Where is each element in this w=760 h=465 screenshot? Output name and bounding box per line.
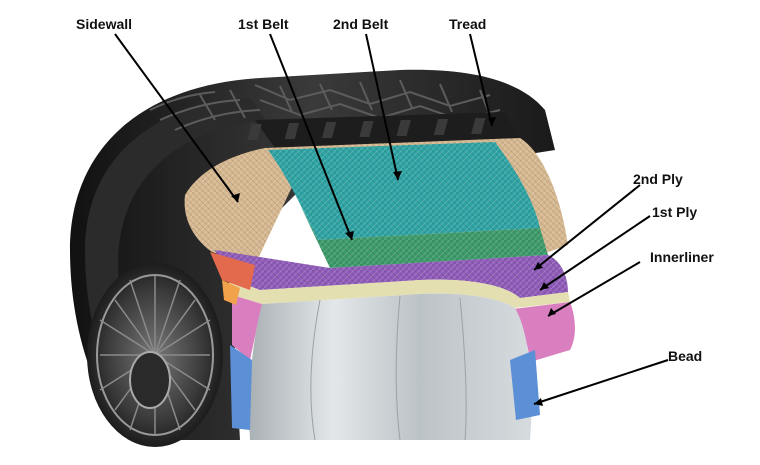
leader-belt2: [365, 33, 399, 181]
leader-lines: [114, 33, 669, 405]
label-innerliner: Innerliner: [650, 249, 714, 265]
label-tread: Tread: [449, 16, 487, 32]
leader-ply2: [533, 184, 641, 271]
innerliner-left: [232, 295, 262, 360]
innerliner-layer: [505, 302, 575, 362]
leader-innerliner: [547, 261, 641, 317]
tread-ribs: [247, 118, 486, 140]
label-sidewall: Sidewall: [76, 16, 133, 32]
label-1st-belt: 1st Belt: [238, 16, 289, 32]
bead-right: [510, 350, 540, 420]
label-1st-ply: 1st Ply: [652, 204, 698, 220]
label-2nd-ply: 2nd Ply: [633, 171, 683, 187]
leader-sidewall: [114, 33, 239, 203]
wheel-hub: [129, 351, 171, 409]
leader-tread: [469, 33, 493, 127]
leader-belt1: [269, 33, 353, 241]
left-accent: [210, 252, 255, 290]
leader-ply1: [539, 215, 651, 291]
label-2nd-belt: 2nd Belt: [333, 16, 389, 32]
bead-left: [230, 345, 252, 430]
leader-bead: [533, 359, 669, 405]
inner-tire-cavity: [249, 293, 532, 440]
ply-1: [228, 278, 570, 308]
label-bead: Bead: [668, 348, 703, 364]
leader-arrowheads: [231, 117, 556, 406]
